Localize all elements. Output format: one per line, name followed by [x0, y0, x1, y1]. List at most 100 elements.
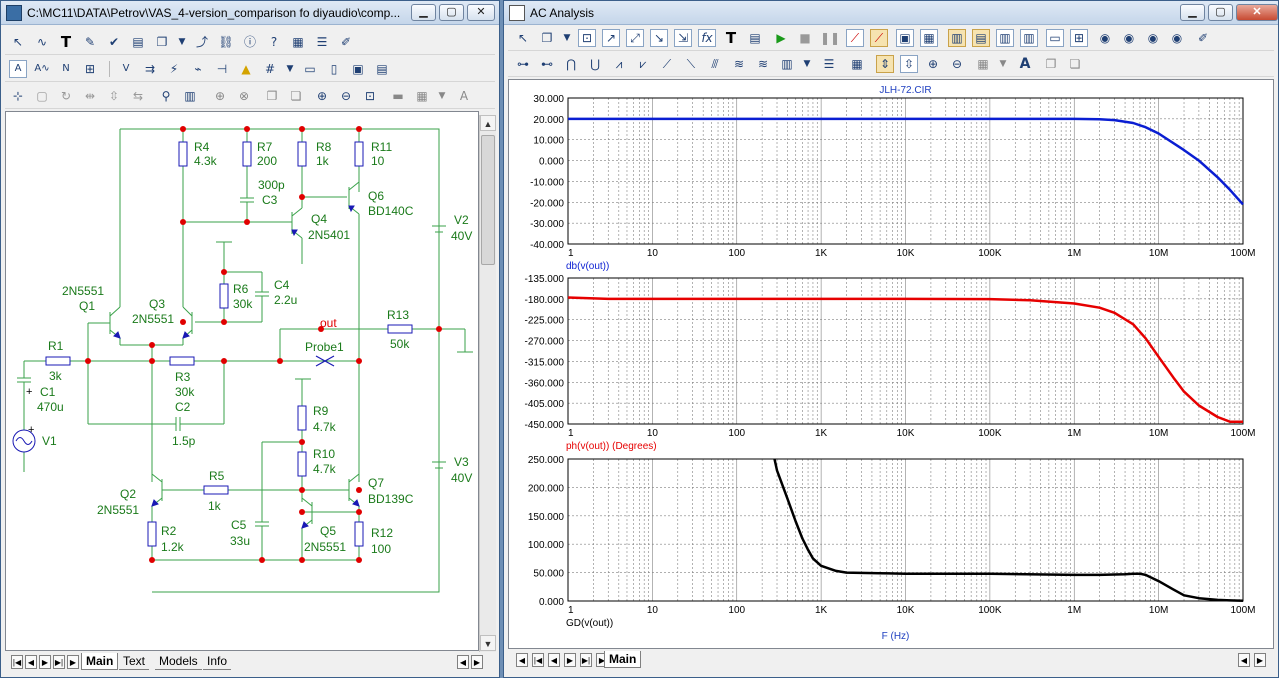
tool-6-icon[interactable]: ⩗ [639, 57, 647, 71]
tool-11-icon[interactable]: ≋ [757, 57, 769, 71]
horizontal-tag-icon[interactable]: ⇲ [674, 29, 692, 47]
power-display-icon[interactable]: ⚡ [169, 62, 179, 76]
scroll-up-arrow-icon[interactable]: ▲ [480, 115, 496, 131]
tab-main[interactable]: Main [604, 651, 642, 668]
edit-icon[interactable]: ✐ [340, 35, 352, 49]
group-icon[interactable]: ❐ [1045, 57, 1057, 71]
node-names-icon[interactable]: N [62, 63, 70, 74]
horizontal-grid-icon[interactable]: ▭ [1046, 29, 1064, 47]
edit-icon[interactable]: ✐ [1197, 31, 1209, 45]
graph-f-icon[interactable]: ▥ [1020, 29, 1038, 47]
check-tool-icon[interactable]: ✔ [108, 35, 120, 49]
align-icon[interactable]: ⊹ [12, 89, 24, 103]
pen-tool-icon[interactable]: ✎ [84, 35, 96, 49]
layout-icon[interactable]: ▦ [977, 57, 989, 71]
linear-scale-icon[interactable]: ⟋ [846, 29, 864, 47]
select-tool-icon[interactable]: ↖ [517, 31, 529, 45]
properties-icon[interactable]: ▤ [376, 62, 388, 76]
delete-icon[interactable]: ⊗ [238, 89, 250, 103]
graph-e-icon[interactable]: ▥ [996, 29, 1014, 47]
page-icon[interactable]: ▭ [304, 62, 316, 76]
close-button[interactable]: ✕ [1236, 4, 1278, 21]
auto-scale-icon[interactable]: ⇕ [876, 55, 894, 73]
first-page-icon[interactable]: |◀ [532, 653, 544, 667]
dropdown-icon[interactable]: ▼ [178, 37, 186, 47]
graph-c-icon[interactable]: ▥ [948, 29, 966, 47]
ungroup-icon[interactable]: ❏ [290, 89, 302, 103]
tab-scroll-right-icon[interactable]: ▶ [67, 655, 79, 669]
tool-1-icon[interactable]: ⊶ [517, 57, 529, 71]
hscroll-left-icon[interactable]: ◀ [457, 655, 469, 669]
box-icon[interactable]: ▢ [36, 89, 48, 103]
node-numbers-icon[interactable]: A∿ [34, 63, 50, 74]
pin-tool-icon[interactable]: ⤴ [195, 35, 208, 49]
ungroup-icon[interactable]: ❏ [1069, 57, 1081, 71]
tab-main[interactable]: Main [81, 653, 119, 670]
copy-tool-icon[interactable]: ❐ [541, 31, 553, 45]
minimize-button[interactable]: ▁ [1180, 4, 1205, 21]
cursor-icon[interactable]: ↗ [602, 29, 620, 47]
text-tool-icon[interactable]: T [725, 29, 737, 47]
find-icon[interactable]: ⚲ [161, 89, 171, 103]
model-icon[interactable]: ▦ [292, 35, 304, 49]
print-icon[interactable]: ▬ [392, 89, 404, 103]
tab-info[interactable]: Info [203, 653, 232, 670]
schematic-canvas[interactable]: R4 4.3k R7 200 R8 1k R11 10 300p C3 Q6 B… [5, 111, 479, 651]
list-icon[interactable]: ☰ [823, 57, 835, 71]
hscroll-left-icon[interactable]: ◀ [1238, 653, 1250, 667]
link-tool-icon[interactable]: ⛓ [218, 35, 234, 49]
add-icon[interactable]: ⊕ [214, 89, 226, 103]
tool-7-icon[interactable]: ⟋ [662, 57, 672, 71]
font-icon[interactable]: A [459, 89, 469, 103]
tool-9-icon[interactable]: ⫻ [711, 57, 719, 71]
next-page-icon[interactable]: ▶ [39, 655, 51, 669]
scale-icon[interactable]: ⊡ [578, 29, 596, 47]
restore-scale-icon[interactable]: ⇳ [900, 55, 918, 73]
graph-d-icon[interactable]: ▤ [972, 29, 990, 47]
help-icon[interactable]: ? [270, 35, 278, 49]
pin-connections-icon[interactable]: ⊞ [84, 62, 96, 76]
tool-2-icon[interactable]: ⊷ [541, 57, 553, 71]
voltage-display-icon[interactable]: V [122, 63, 130, 74]
scroll-thumb[interactable] [481, 135, 495, 265]
properties-icon[interactable]: ▤ [749, 31, 761, 45]
page-border-icon[interactable]: ▯ [330, 62, 338, 76]
select-tool-icon[interactable]: ↖ [12, 35, 24, 49]
maximize-button[interactable]: ▢ [1208, 4, 1233, 21]
current-display-icon[interactable]: ⇉ [144, 62, 156, 76]
prev-page-icon[interactable]: ◀ [548, 653, 560, 667]
library-icon[interactable]: ▦ [851, 57, 863, 71]
tool-5-icon[interactable]: ⩘ [615, 57, 623, 71]
minimize-button[interactable]: ▁ [411, 4, 436, 21]
maximize-button[interactable]: ▢ [439, 4, 464, 21]
list-icon[interactable]: ☰ [316, 35, 328, 49]
condition-display-icon[interactable]: ⌁ [194, 62, 202, 76]
hscroll-right-icon[interactable]: ▶ [471, 655, 483, 669]
first-page-icon[interactable]: |◀ [11, 655, 23, 669]
zoom-out-icon[interactable]: ⊖ [340, 89, 352, 103]
stop-icon[interactable]: ■ [799, 31, 811, 45]
hscroll-right-icon[interactable]: ▶ [1254, 653, 1266, 667]
dropdown-icon[interactable]: ▼ [803, 59, 811, 69]
tab-models[interactable]: Models [155, 653, 202, 670]
slope-icon[interactable]: ◉ [1171, 31, 1183, 45]
component-tool-icon[interactable]: ▤ [132, 35, 144, 49]
text-tool-icon[interactable]: T [60, 33, 72, 51]
copy-tool-icon[interactable]: ❐ [156, 35, 168, 49]
scroll-down-arrow-icon[interactable]: ▼ [480, 635, 496, 651]
tab-text[interactable]: Text [119, 653, 150, 670]
zoom-out-icon[interactable]: ⊖ [951, 57, 963, 71]
warning-icon[interactable]: ▲ [241, 62, 251, 76]
last-page-icon[interactable]: ▶| [53, 655, 65, 669]
schematic-vertical-scrollbar[interactable]: ▲ ▼ [479, 115, 496, 652]
group-icon[interactable]: ❐ [266, 89, 278, 103]
tool-10-icon[interactable]: ≋ [733, 57, 745, 71]
tool-4-icon[interactable]: ⋃ [590, 57, 600, 71]
formula-icon[interactable]: fx [698, 29, 716, 47]
tab-scroll-left-icon[interactable]: ◀ [516, 653, 528, 667]
title-block-icon[interactable]: ▣ [352, 62, 364, 76]
font-icon[interactable]: A [1019, 56, 1031, 72]
graph-b-icon[interactable]: ▦ [920, 29, 938, 47]
dropdown-icon[interactable]: ▼ [999, 59, 1007, 69]
pause-icon[interactable]: ❚❚ [820, 31, 841, 45]
